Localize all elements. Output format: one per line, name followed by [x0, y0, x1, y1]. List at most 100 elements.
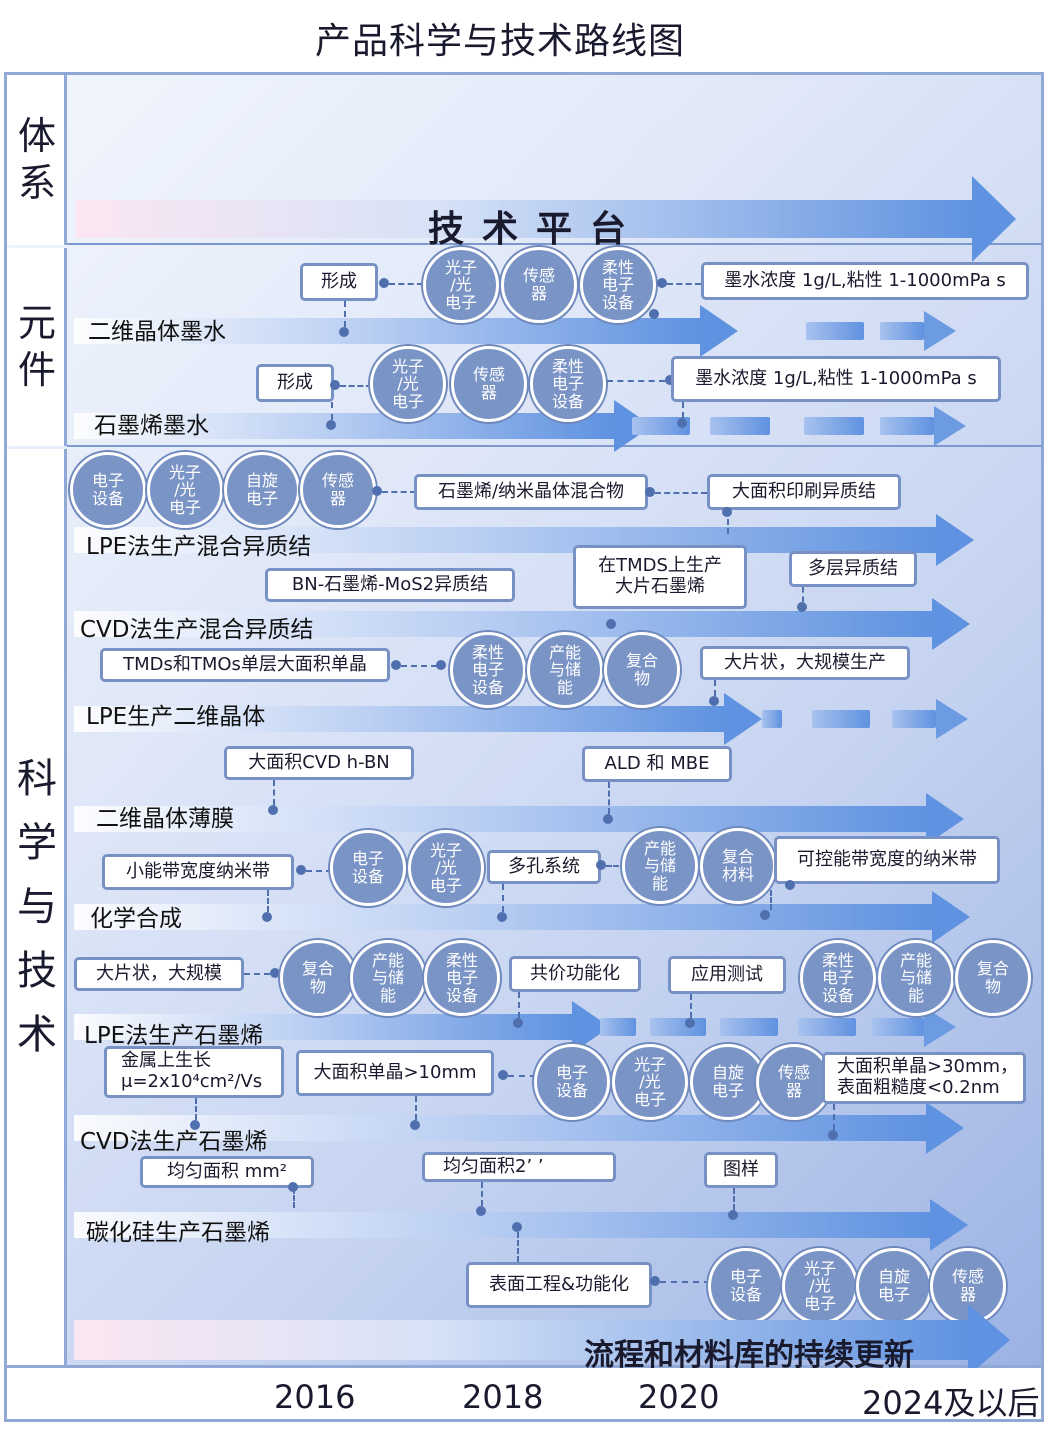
continuous-update-arrow: [74, 1304, 1010, 1376]
dashed-arrow-segment: [812, 710, 870, 728]
circle-composite: 复合 物: [955, 940, 1031, 1016]
vertical-char: 术: [17, 1012, 57, 1058]
vertical-char: 科: [17, 756, 57, 802]
row-arrow: [74, 693, 762, 745]
circle-energy: 产能 与储 能: [622, 828, 698, 904]
section-bar-system: [7, 75, 67, 245]
dashed-arrow-segment: [650, 1018, 706, 1036]
circle-composite: 复合 物: [604, 632, 680, 708]
milestone-box: 可控能带宽度的纳米带: [774, 836, 1000, 884]
vertical-char: 学: [17, 820, 57, 866]
circle-electronic: 电子 设备: [330, 830, 406, 906]
dashed-arrow-segment: [880, 322, 924, 340]
dashed-arrow-segment: [710, 417, 770, 435]
vertical-text: 元件: [18, 300, 56, 395]
milestone-box: 大片状，大规模生产: [700, 646, 910, 680]
circle-sensor: 传感 器: [501, 247, 577, 323]
circle-flexible: 柔性 电子 设备: [450, 632, 526, 708]
milestone-box: 大面积CVD h-BN: [224, 746, 414, 780]
dashed-arrow-segment: [762, 710, 782, 728]
circle-energy: 产能 与储 能: [527, 632, 603, 708]
milestone-box: 形成: [256, 364, 334, 402]
circle-flexible: 柔性 电子 设备: [424, 940, 500, 1016]
row-label: LPE法生产石墨烯: [84, 1023, 264, 1049]
milestone-box: TMDs和TMOs单层大面积单晶: [100, 648, 390, 682]
circle-flexible: 柔性 电子 设备: [530, 346, 606, 422]
dashed-arrow-segment: [892, 710, 936, 728]
vertical-char: 件: [17, 348, 56, 392]
platform-arrow: [76, 176, 1016, 262]
row-arrow: [74, 1102, 964, 1154]
circle-photonic: 光子 /光 电子: [408, 830, 484, 906]
milestone-box: 形成: [300, 263, 378, 301]
dashed-arrow-head: [936, 699, 968, 739]
row-arrow: [74, 1001, 610, 1053]
milestone-box: BN-石墨烯-MoS2异质结: [265, 568, 515, 602]
milestone-box: 在TMDS上生产大片石墨烯: [573, 545, 747, 609]
vertical-text: 科学与技术: [17, 747, 57, 1067]
circle-photonic: 光子 /光 电子: [612, 1044, 688, 1120]
row-label: LPE生产二维晶体: [86, 704, 266, 730]
circle-electronic: 电子 设备: [708, 1248, 784, 1324]
dashed-arrow-head: [924, 311, 956, 351]
milestone-box: 墨水浓度 1g/L,粘性 1-1000mPa s: [701, 262, 1029, 300]
milestone-box: 大面积单晶>30mm，表面粗糙度<0.2nm: [822, 1052, 1026, 1104]
circle-sensor: 传感 器: [451, 346, 527, 422]
circle-electronic: 电子 设备: [70, 452, 146, 528]
year-label: 2016: [274, 1378, 356, 1416]
year-axis: [4, 1368, 1044, 1422]
row-label: 二维晶体墨水: [88, 319, 226, 345]
milestone-box: 大片状，大规模: [74, 957, 244, 991]
circle-spintronic: 自旋 电子: [856, 1248, 932, 1324]
section-label-system: 体系: [7, 75, 67, 245]
row-label: 二维晶体薄膜: [96, 806, 234, 832]
row-label: LPE法生产混合异质结: [86, 534, 312, 560]
year-label: 2024及以后: [862, 1384, 1040, 1422]
dashed-arrow-segment: [720, 1018, 778, 1036]
circle-photonic: 光子 /光 电子: [782, 1248, 858, 1324]
platform-label: 技术平台: [428, 209, 645, 250]
milestone-box: 小能带宽度纳米带: [102, 854, 294, 890]
milestone-box: 多孔系统: [487, 850, 601, 884]
milestone-box: 大面积印刷异质结: [707, 474, 901, 510]
circle-composite: 复合 物: [280, 940, 356, 1016]
row-label: CVD法生产石墨烯: [80, 1129, 268, 1155]
dashed-arrow-head: [924, 1007, 956, 1047]
circle-energy: 产能 与储 能: [350, 940, 426, 1016]
dashed-arrow-segment: [798, 1018, 856, 1036]
section-divider: [67, 243, 1042, 245]
section-divider: [67, 445, 1042, 447]
section-bar-science: [7, 449, 67, 1365]
circle-composite-material: 复合 材料: [700, 828, 776, 904]
milestone-box: 多层异质结: [789, 551, 917, 587]
vertical-char: 与: [17, 884, 57, 930]
milestone-box: 均匀面积 mm²: [140, 1156, 314, 1188]
circle-flexible: 柔性 电子 设备: [580, 247, 656, 323]
section-label-component: 元件: [7, 248, 67, 446]
circle-photonic: 光子 /光 电子: [423, 247, 499, 323]
vertical-char: 技: [17, 948, 57, 994]
section-bar-component: [7, 248, 67, 446]
circle-photonic: 光子 /光 电子: [147, 452, 223, 528]
row-arrow: [74, 1199, 968, 1251]
circle-spintronic: 自旋 电子: [224, 452, 300, 528]
row-label: 碳化硅生产石墨烯: [86, 1220, 270, 1246]
year-label: 2018: [462, 1378, 544, 1416]
milestone-box: 图样: [704, 1152, 778, 1188]
circle-sensor: 传感 器: [756, 1044, 832, 1120]
row-arrow: [74, 514, 974, 566]
row-arrow: [74, 598, 970, 650]
circle-photonic: 光子 /光 电子: [370, 346, 446, 422]
continuous-update-label: 流程和材料库的持续更新: [584, 1338, 914, 1373]
milestone-box: 石墨烯/纳米晶体混合物: [414, 474, 648, 510]
milestone-box: 大面积单晶>10mm: [296, 1050, 494, 1096]
dashed-arrow-head: [934, 406, 966, 446]
vertical-char: 元: [17, 300, 56, 345]
row-arrow: [74, 891, 970, 943]
row-arrow: [74, 400, 652, 452]
year-label: 2020: [638, 1378, 720, 1416]
milestone-box: 表面工程&功能化: [466, 1262, 652, 1308]
vertical-char: 体: [17, 113, 56, 158]
milestone-box: 应用测试: [668, 956, 786, 994]
